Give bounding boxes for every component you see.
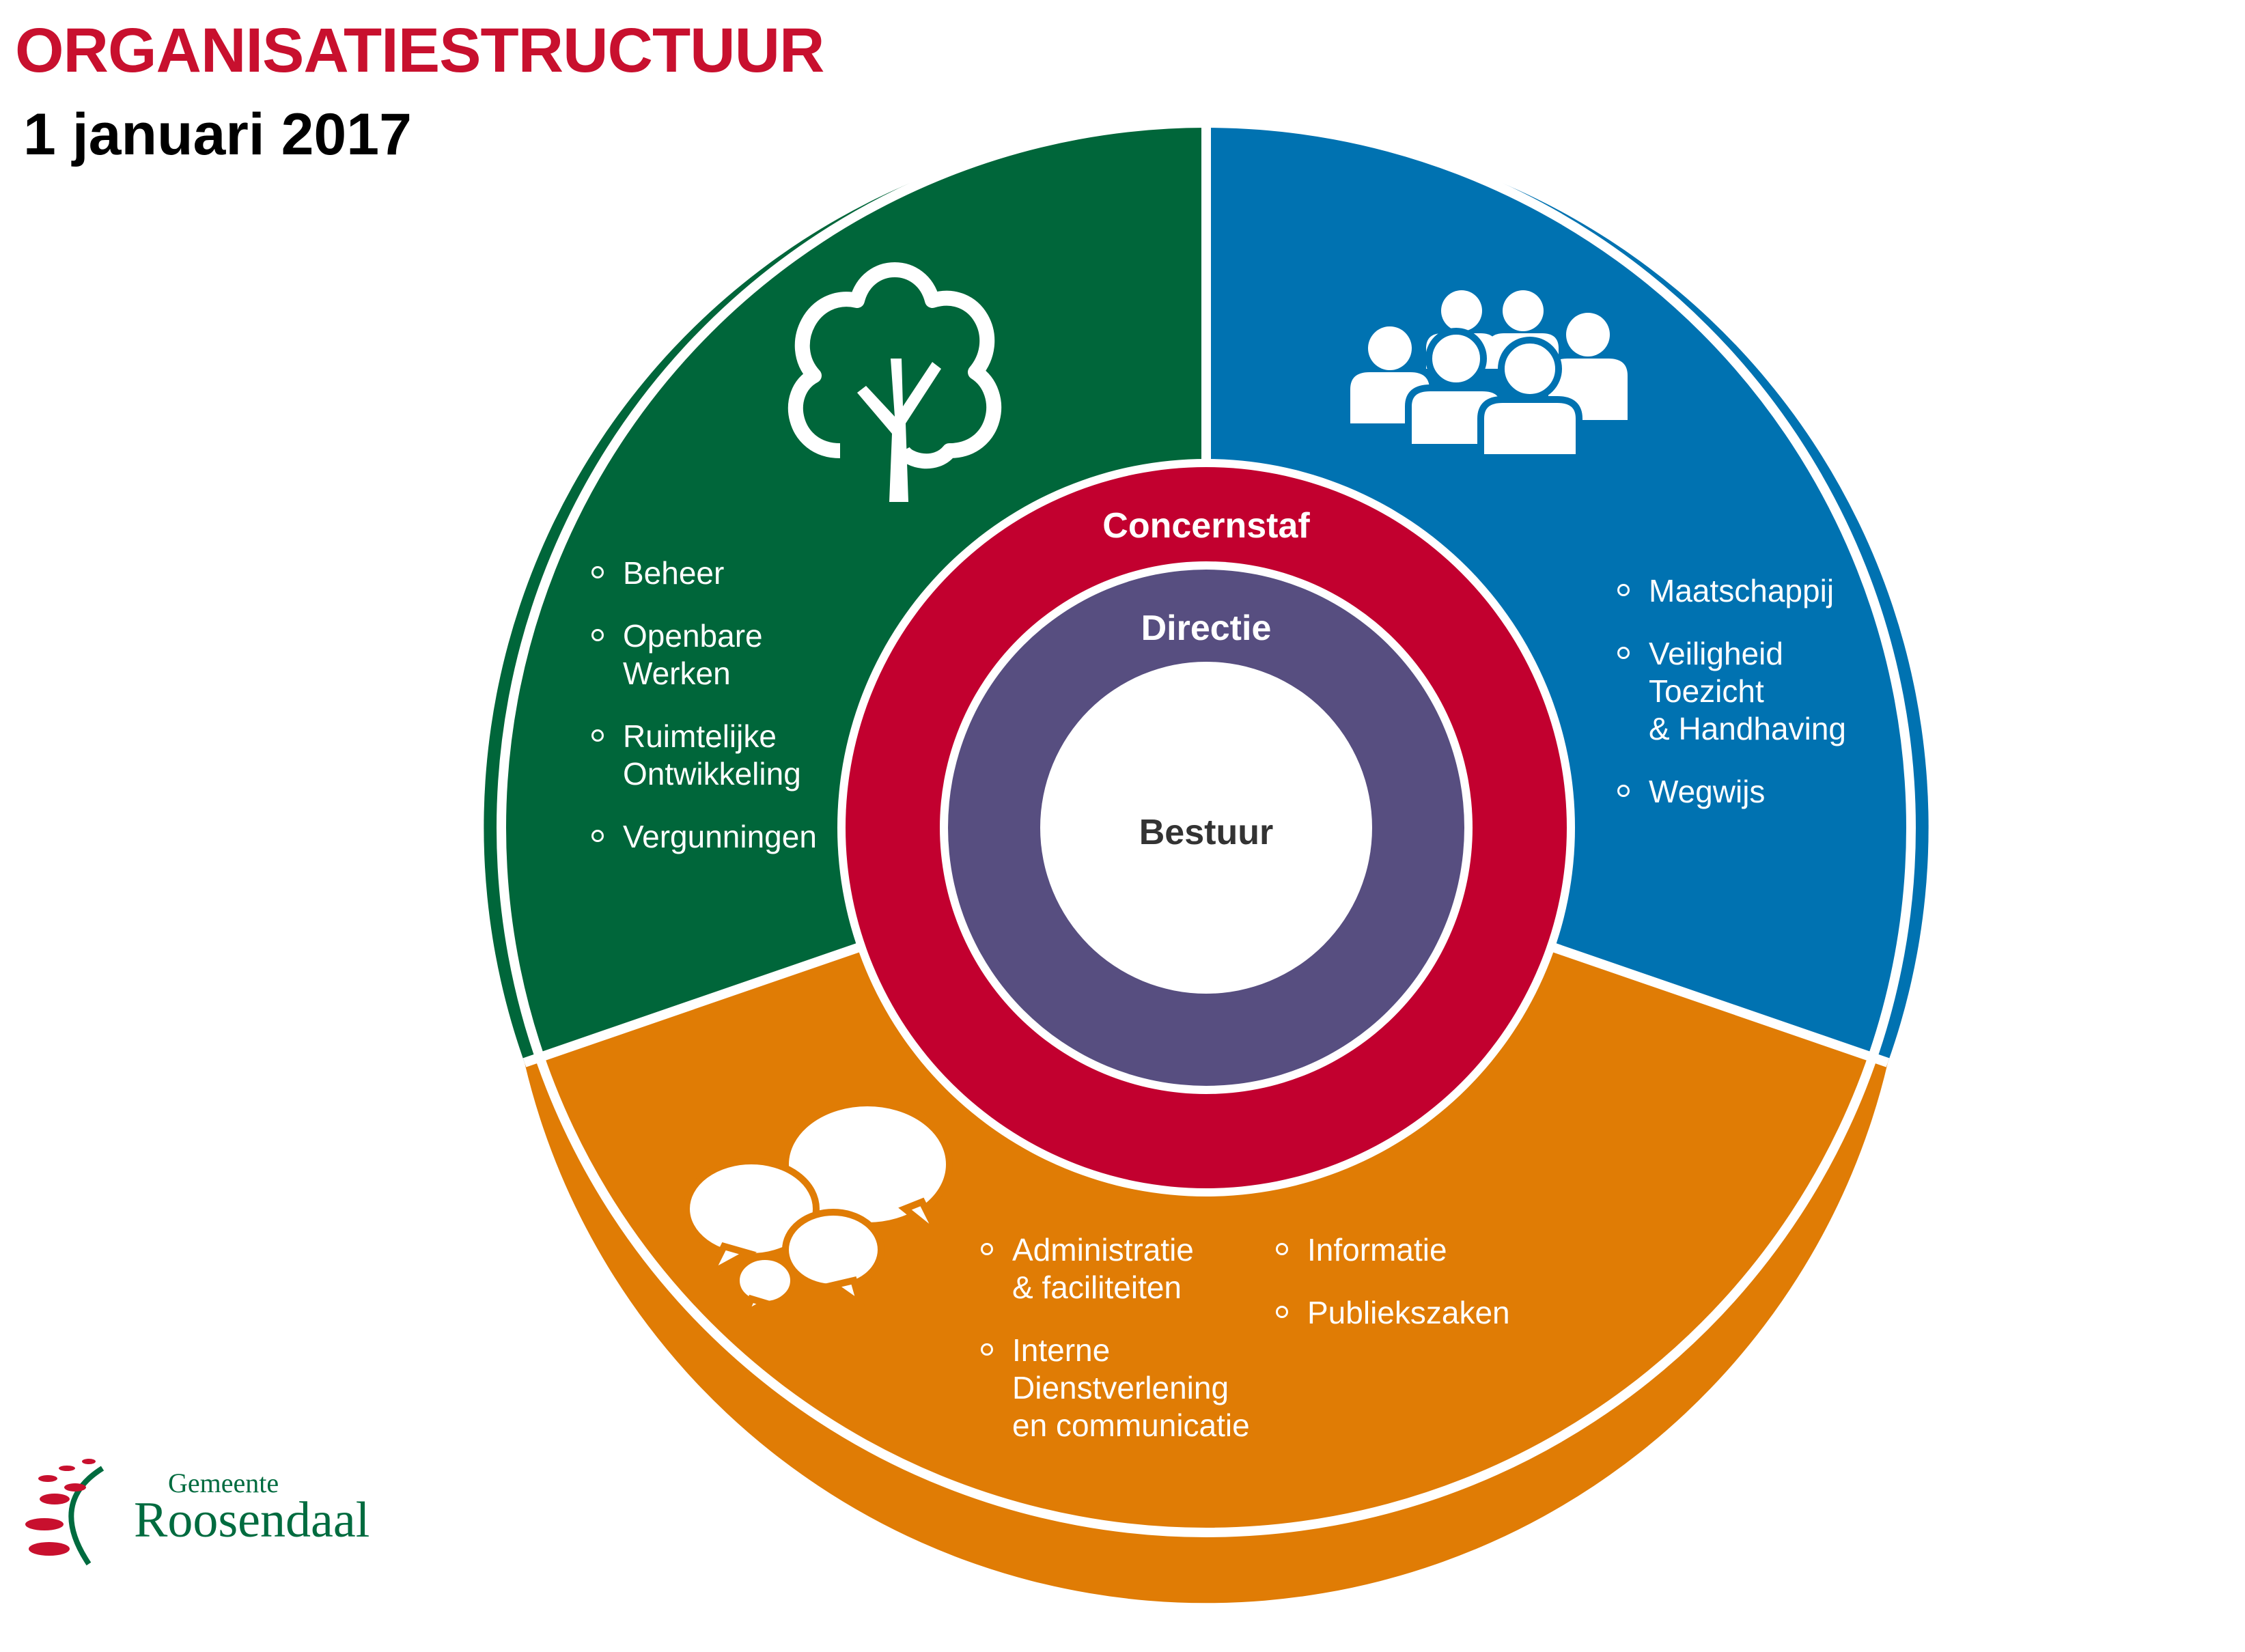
directie-label: Directie	[1141, 608, 1272, 648]
logo-mark	[25, 1459, 104, 1566]
sector-orange	[525, 828, 1888, 1604]
concernstaf-label: Concernstaf	[1102, 506, 1310, 546]
list-item: Openbare Werken	[591, 617, 817, 692]
orange-sector-list-right: Informatie Publiekszaken	[1276, 1231, 1510, 1357]
list-item: Informatie	[1276, 1231, 1510, 1269]
logo-text-roosendaal: Roosendaal	[134, 1492, 370, 1548]
speech-bubbles-icon	[683, 1100, 953, 1323]
list-item: Vergunningen	[591, 818, 817, 856]
list-item: Publiekszaken	[1276, 1294, 1510, 1332]
orange-sector-list-left: Administratie & faciliteiten Interne Die…	[981, 1231, 1250, 1470]
page-title: ORGANISATIESTRUCTUUR	[15, 16, 824, 85]
list-item: Veiligheid Toezicht & Handhaving	[1617, 635, 1846, 748]
list-item: Administratie & faciliteiten	[981, 1231, 1250, 1306]
list-item: Maatschappij	[1617, 572, 1846, 610]
people-group-icon	[1350, 290, 1628, 461]
logo-text-gemeente: Gemeente	[168, 1468, 279, 1498]
tree-icon	[787, 262, 1002, 502]
list-item: Beheer	[591, 555, 817, 592]
green-sector-list: Beheer Openbare Werken Ruimtelijke Ontwi…	[591, 555, 817, 881]
blue-sector-list: Maatschappij Veiligheid Toezicht & Handh…	[1617, 572, 1846, 836]
bestuur-core	[1040, 662, 1372, 994]
list-item: Interne Dienstverlening en communicatie	[981, 1332, 1250, 1444]
page-date: 1 januari 2017	[23, 102, 412, 167]
list-item: Ruimtelijke Ontwikkeling	[591, 718, 817, 793]
list-item: Wegwijs	[1617, 773, 1846, 811]
bestuur-label: Bestuur	[1139, 813, 1273, 852]
